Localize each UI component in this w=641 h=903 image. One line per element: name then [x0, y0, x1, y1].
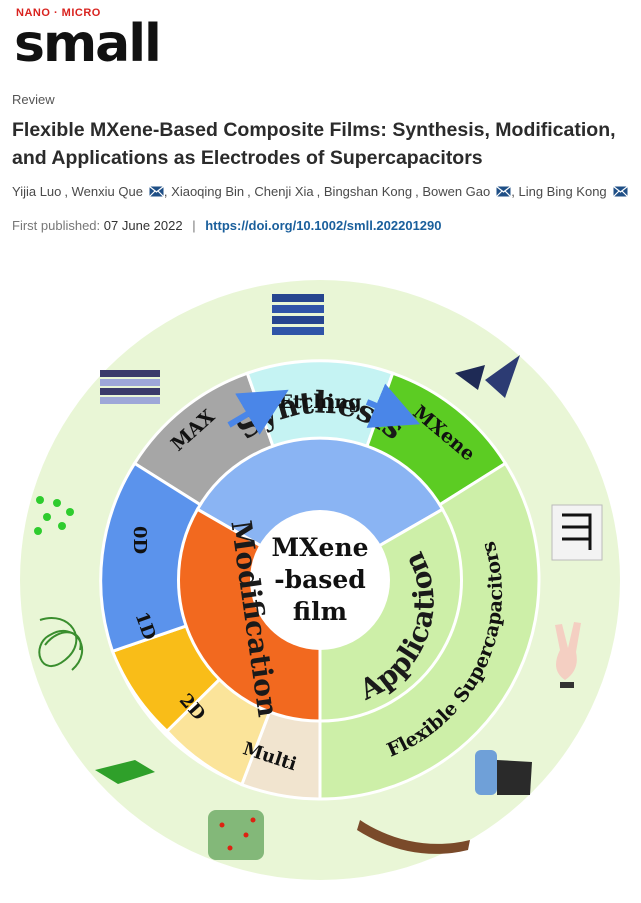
author-name[interactable]: Ling Bing Kong	[518, 184, 607, 199]
rolled-supercapacitor-icon	[475, 750, 532, 795]
0d-label: 0D	[129, 526, 150, 554]
journal-logo-name: small	[14, 14, 162, 74]
author-separator: ,	[247, 184, 255, 199]
email-icon[interactable]	[496, 186, 512, 197]
center-label-1: MXene	[271, 533, 368, 562]
nanosheet-2d-icon	[95, 760, 155, 784]
graphical-abstract: MXene -based film Synthesis Modification…	[0, 250, 641, 898]
center-circle	[250, 510, 390, 650]
etching-label: Etching	[279, 391, 362, 413]
email-icon[interactable]	[612, 186, 628, 197]
arrow-etching-to-mxene	[365, 383, 421, 428]
mxene-flakes-icon	[455, 355, 520, 398]
article-title: Flexible MXene-Based Composite Films: Sy…	[12, 119, 616, 169]
center-label-2: -based	[274, 565, 366, 594]
author-separator: ,	[511, 184, 519, 199]
published-date: 07 June 2022	[103, 218, 183, 233]
nanowires-1d-icon	[38, 617, 84, 671]
author-name[interactable]: Bingshan Kong	[323, 184, 413, 199]
author-name[interactable]: Wenxiu Que	[71, 184, 143, 199]
published-separator: |	[192, 218, 196, 233]
journal-logo-prefix: NANO · MICRO	[16, 7, 101, 19]
email-icon[interactable]	[148, 186, 164, 197]
author-separator: ,	[316, 184, 324, 199]
doi-link[interactable]: https://doi.org/10.1002/smll.202201290	[205, 218, 442, 233]
peace-hand-icon	[555, 622, 581, 688]
author-name[interactable]: Bowen Gao	[422, 184, 491, 199]
author-name[interactable]: Chenji Xia	[254, 184, 314, 199]
layered-stack-top-icon	[272, 294, 324, 335]
graphical-abstract-svg: MXene -based film Synthesis Modification…	[20, 280, 620, 880]
author-name[interactable]: Yijia Luo	[12, 184, 62, 199]
author-list: Yijia Luo, Wenxiu Que, Xiaoqing Bin, Che…	[12, 184, 637, 199]
center-label-3: film	[293, 597, 347, 626]
arrow-max-to-etching	[227, 389, 289, 435]
author-name[interactable]: Xiaoqing Bin	[171, 184, 245, 199]
multi-dimensional-network-icon	[208, 810, 264, 860]
author-separator: ,	[64, 184, 72, 199]
publication-info: First published: 07 June 2022 | https://…	[12, 218, 442, 233]
author-separator: ,	[415, 184, 423, 199]
bent-film-icon	[357, 820, 470, 854]
published-label: First published:	[12, 218, 101, 233]
author-separator: ,	[163, 184, 172, 199]
article-type: Review	[12, 92, 55, 107]
flexible-device-icon	[551, 504, 603, 561]
layered-max-icon	[100, 370, 160, 404]
nanoparticles-0d-icon	[34, 496, 74, 535]
journal-logo[interactable]: NANO · MICRO small	[14, 4, 162, 74]
